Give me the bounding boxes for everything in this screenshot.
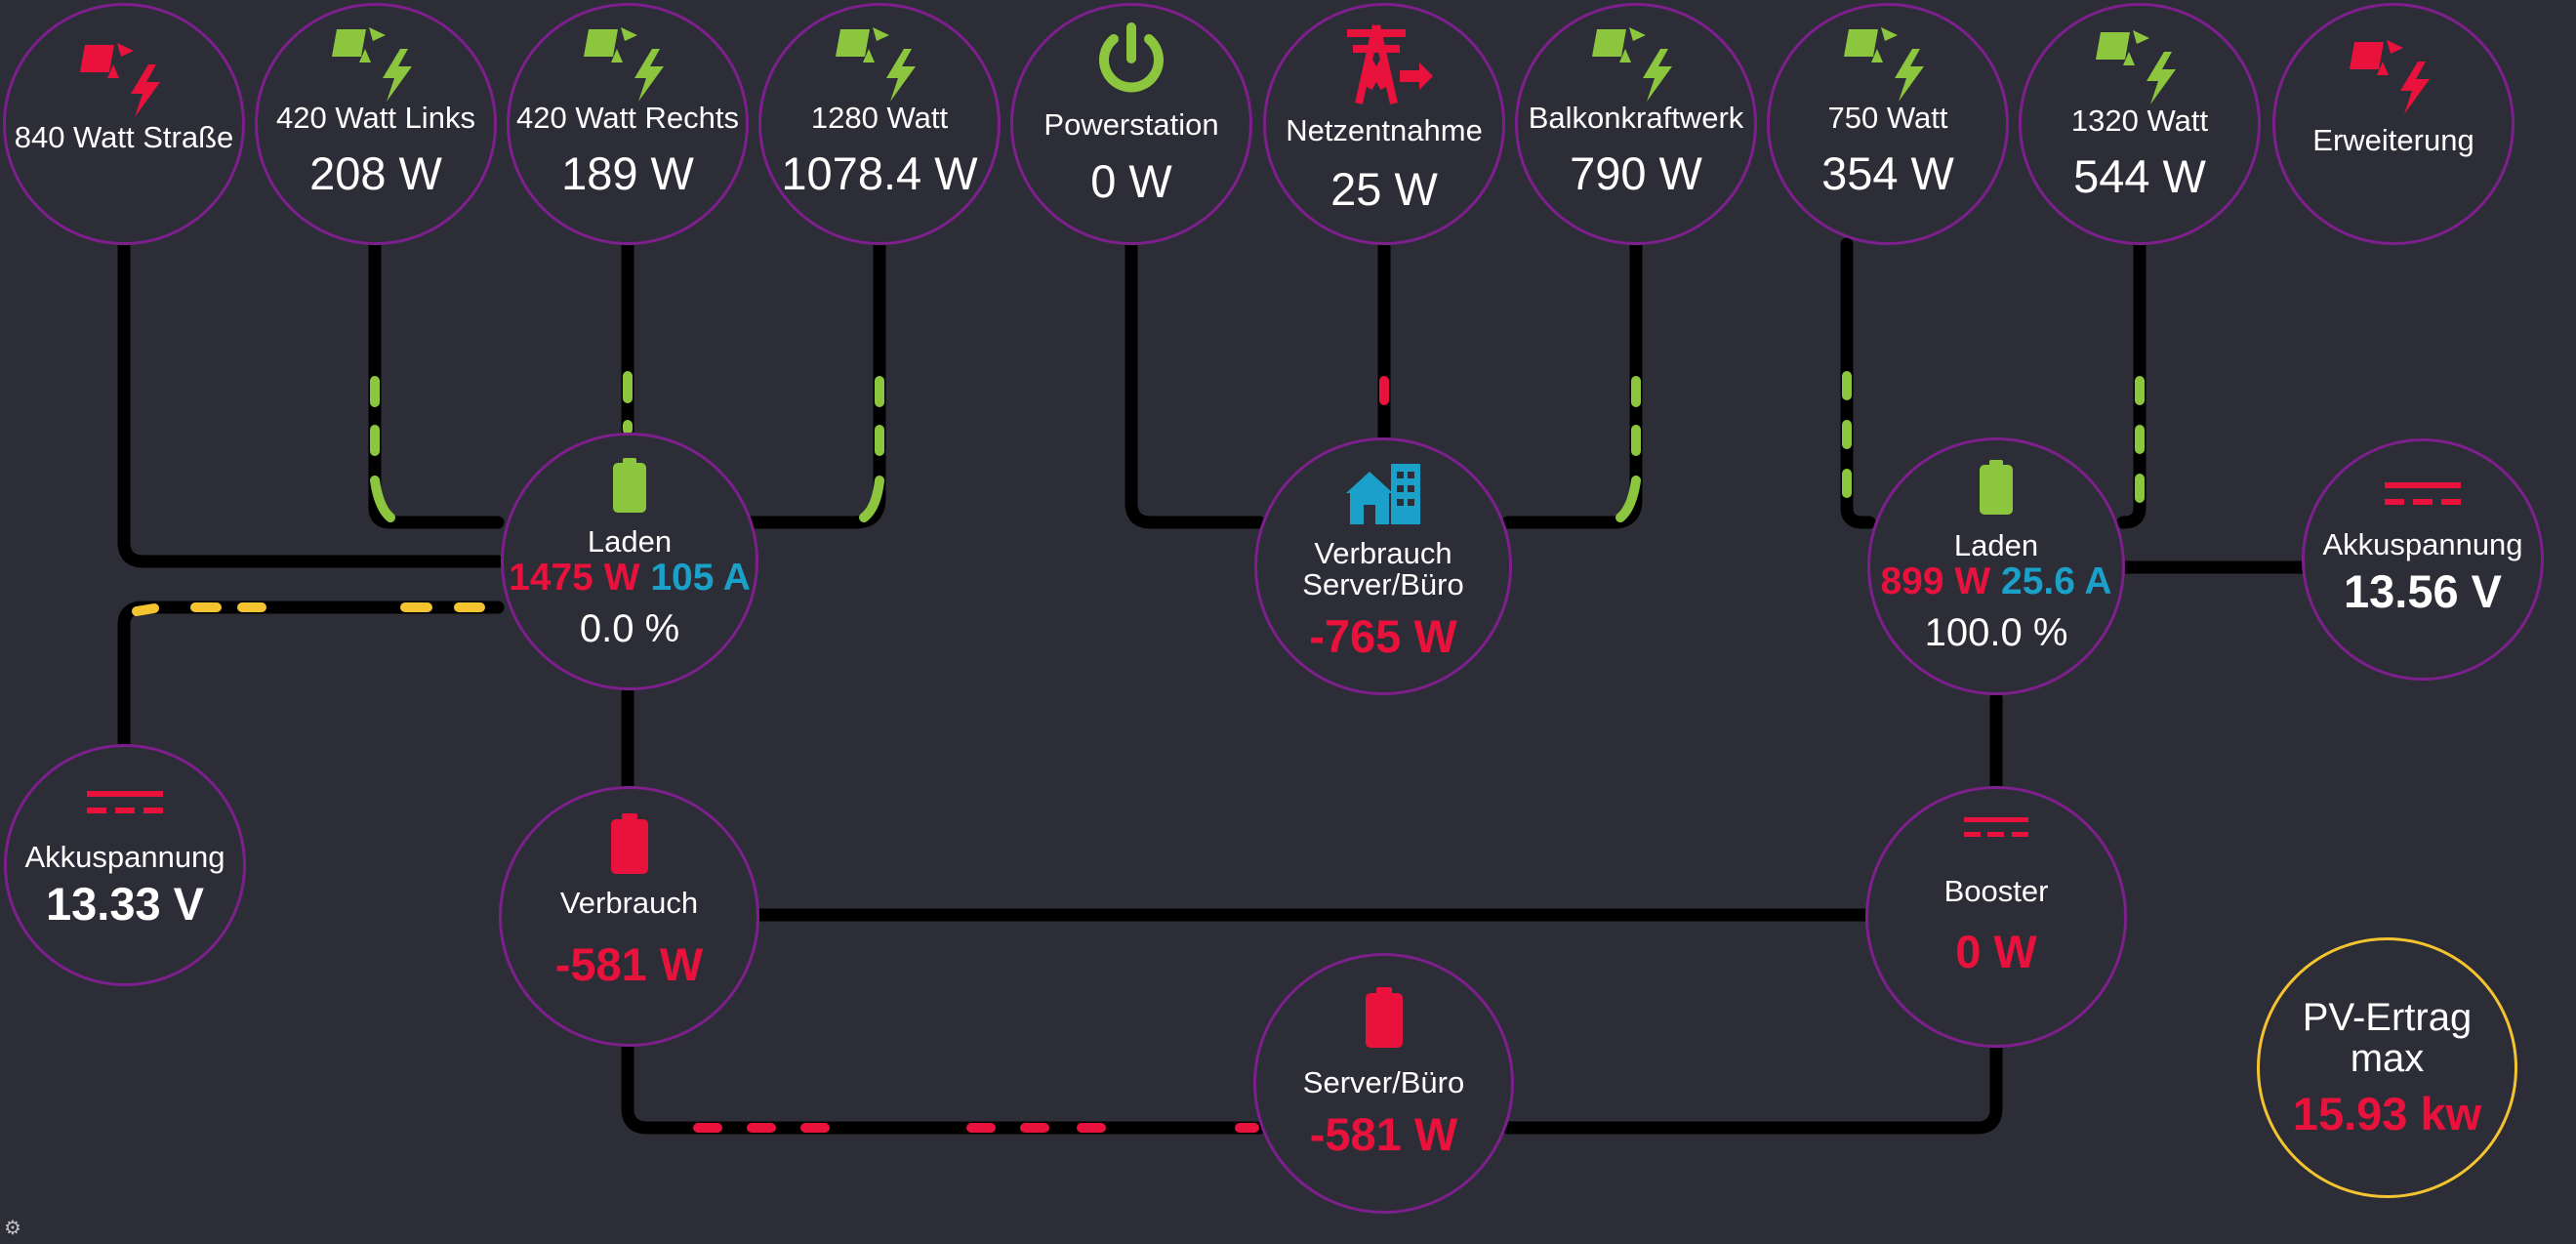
node-label: Balkonkraftwerk (1528, 101, 1744, 136)
node-label: 840 Watt Straße (14, 120, 234, 155)
solar-node-balkonkraftwerk[interactable]: Balkonkraftwerk 790 W (1515, 3, 1757, 245)
battery-right-node[interactable]: Laden 899 W 25.6 A 100.0 % (1867, 437, 2125, 695)
solar-panel-red-icon (80, 43, 160, 118)
node-value: 0 W (1090, 155, 1172, 208)
solar-node-1320[interactable]: 1320 Watt 544 W (2019, 3, 2261, 245)
node-value: 15.93 kw (2292, 1087, 2482, 1140)
battery-power-current: 899 W 25.6 A (1880, 560, 2112, 603)
gear-icon[interactable]: ⚙ (4, 1218, 21, 1239)
server-office-node[interactable]: Server/Büro -581 W (1253, 953, 1514, 1214)
power-icon (1099, 21, 1164, 93)
dc-icon (87, 790, 163, 813)
battery-red-icon (610, 813, 648, 875)
node-value: 208 W (309, 146, 442, 199)
solar-panel-icon (332, 27, 412, 103)
grid-tower-icon (1347, 23, 1433, 104)
node-label: Verbrauch (559, 886, 699, 921)
solar-panel-icon (584, 27, 664, 103)
battery-power: 899 W (1880, 560, 1991, 603)
node-value: 13.33 V (45, 878, 205, 931)
node-value: 13.56 V (2343, 565, 2503, 618)
solar-node-840-strasse[interactable]: 840 Watt Straße (3, 3, 245, 245)
node-value: 1078.4 W (781, 146, 978, 199)
solar-node-420-links[interactable]: 420 Watt Links 208 W (255, 3, 497, 245)
node-label: 420 Watt Links (276, 101, 475, 136)
node-value: 189 W (561, 146, 694, 199)
node-label: 1320 Watt (2070, 104, 2209, 139)
battery-soc: 100.0 % (1924, 611, 2068, 655)
node-value: -765 W (1309, 609, 1457, 662)
node-value: 354 W (1821, 146, 1954, 199)
battery-current: 105 A (650, 557, 751, 600)
battery-icon (1980, 459, 2013, 515)
node-value: 25 W (1330, 163, 1438, 216)
node-label: Akkuspannung (2322, 526, 2523, 561)
node-value: -581 W (554, 937, 704, 990)
battery-left-node[interactable]: Laden 1475 W 105 A 0.0 % (501, 433, 758, 690)
node-label: PV-Ertrag max (2302, 995, 2473, 1080)
solar-panel-red-icon (2350, 40, 2430, 115)
node-label: 420 Watt Rechts (515, 101, 739, 136)
node-label: Netzentnahme (1286, 112, 1483, 147)
dc-red-icon (1964, 816, 2028, 837)
node-label: Laden (587, 523, 673, 559)
solar-panel-icon (2096, 30, 2176, 105)
solar-panel-icon (1592, 27, 1672, 103)
node-label: Booster (1943, 873, 2049, 908)
node-label: 1280 Watt (810, 101, 949, 136)
dc-icon (2385, 481, 2461, 505)
booster-node[interactable]: Booster 0 W (1865, 786, 2127, 1048)
node-value: -581 W (1309, 1107, 1458, 1160)
battery-icon (613, 457, 646, 513)
home-consumption-node[interactable]: Verbrauch Server/Büro -765 W (1254, 437, 1512, 695)
solar-node-750[interactable]: 750 Watt 354 W (1767, 3, 2009, 245)
node-label: Powerstation (1043, 106, 1219, 142)
solar-node-420-rechts[interactable]: 420 Watt Rechts 189 W (507, 3, 749, 245)
battery-red-icon (1365, 987, 1403, 1049)
building-icon (1346, 463, 1420, 524)
node-label: Verbrauch Server/Büro (1302, 535, 1464, 602)
node-label: Akkuspannung (24, 839, 225, 874)
node-value: 544 W (2073, 149, 2206, 202)
node-label: Laden (1953, 527, 2039, 562)
solar-node-erweiterung[interactable]: Erweiterung (2272, 3, 2515, 245)
powerstation-node[interactable]: Powerstation 0 W (1010, 3, 1252, 245)
solar-node-1280[interactable]: 1280 Watt 1078.4 W (758, 3, 1001, 245)
consumption-node[interactable]: Verbrauch -581 W (499, 786, 759, 1047)
voltage-left-node[interactable]: Akkuspannung 13.33 V (4, 744, 246, 986)
node-value: 790 W (1570, 146, 1702, 199)
node-label: Server/Büro (1302, 1065, 1465, 1100)
node-label: 750 Watt (1827, 101, 1948, 136)
node-label: Erweiterung (2312, 123, 2474, 158)
battery-power: 1475 W (509, 557, 640, 600)
grid-import-node[interactable]: Netzentnahme 25 W (1263, 3, 1505, 245)
battery-power-current: 1475 W 105 A (509, 557, 751, 600)
node-value: 0 W (1955, 926, 2037, 978)
pv-yield-max-node[interactable]: PV-Ertrag max 15.93 kw (2257, 937, 2517, 1198)
voltage-right-node[interactable]: Akkuspannung 13.56 V (2302, 438, 2544, 681)
battery-current: 25.6 A (2001, 560, 2112, 603)
battery-soc: 0.0 % (579, 607, 680, 651)
solar-panel-icon (836, 27, 916, 103)
solar-panel-icon (1844, 27, 1924, 103)
